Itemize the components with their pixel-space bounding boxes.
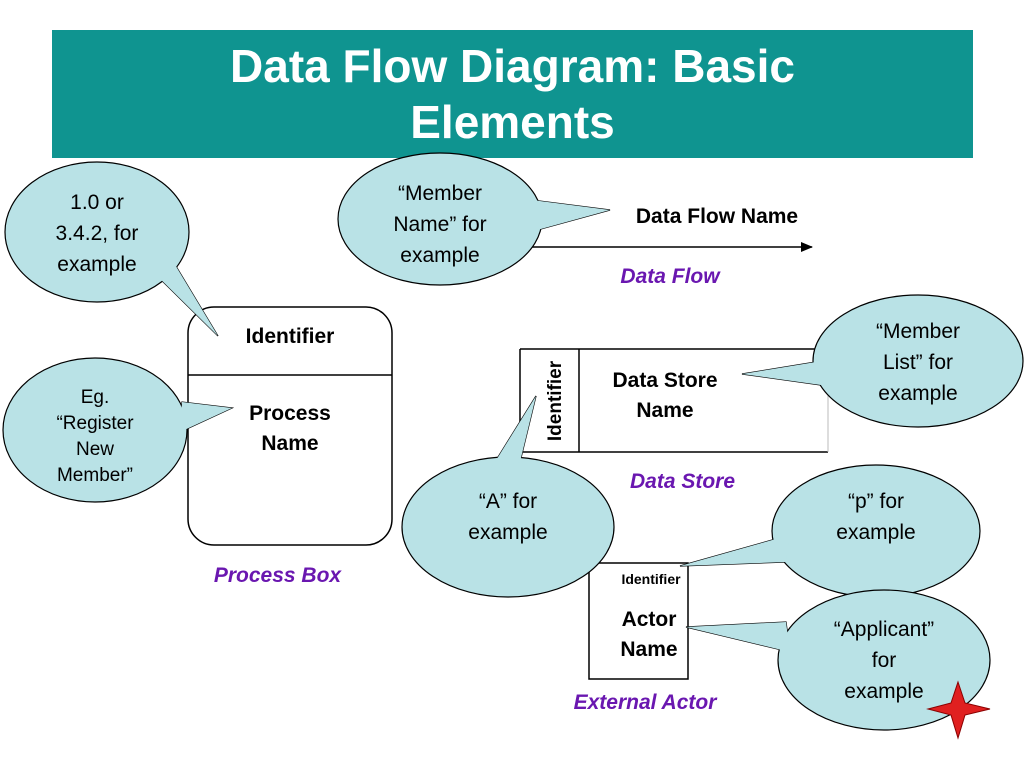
actor-identifier: Identifier [621, 571, 681, 587]
external-actor-caption: External Actor [573, 691, 717, 714]
actor-name-line2: Name [620, 638, 678, 661]
data-store-name-line2: Name [636, 399, 694, 422]
callout-process-id [4, 161, 219, 337]
callout-data-store-id [401, 395, 615, 598]
callout-actor-name [685, 589, 991, 731]
callout-actor-id-text: “p” for example [836, 490, 916, 544]
callout-process-id-text: 1.0 or 3.4.2, for example [55, 191, 139, 276]
callout-data-store-name [741, 294, 1024, 428]
data-store-caption: Data Store [629, 470, 736, 493]
process-box-caption: Process Box [213, 564, 342, 587]
four-point-star-icon [926, 680, 991, 740]
callout-process-name [2, 357, 235, 503]
callout-actor-name-text: “Applicant” for example [833, 618, 935, 703]
callout-data-flow [337, 152, 611, 286]
title-banner: Data Flow Diagram: Basic Elements [52, 30, 973, 158]
data-store-name-line1: Data Store [612, 369, 718, 392]
process-name-line2: Name [261, 432, 319, 455]
callout-data-store-name-text: “Member List” for example [875, 320, 960, 405]
data-flow-name: Data Flow Name [635, 205, 799, 228]
page-title: Data Flow Diagram: Basic Elements [230, 40, 795, 148]
data-flow-caption: Data Flow [620, 265, 720, 288]
callout-process-name-text: Eg. “Register New Member” [56, 387, 134, 486]
callout-actor-id [679, 464, 981, 598]
process-name-line1: Process [249, 402, 331, 425]
external-actor-box [588, 562, 689, 680]
process-identifier: Identifier [245, 325, 335, 348]
actor-name-line1: Actor [621, 608, 677, 631]
data-store-identifier: Identifier [545, 360, 566, 441]
callout-data-flow-text: “Member Name” for example [393, 182, 487, 267]
callout-data-store-id-text: “A” for example [468, 490, 548, 544]
